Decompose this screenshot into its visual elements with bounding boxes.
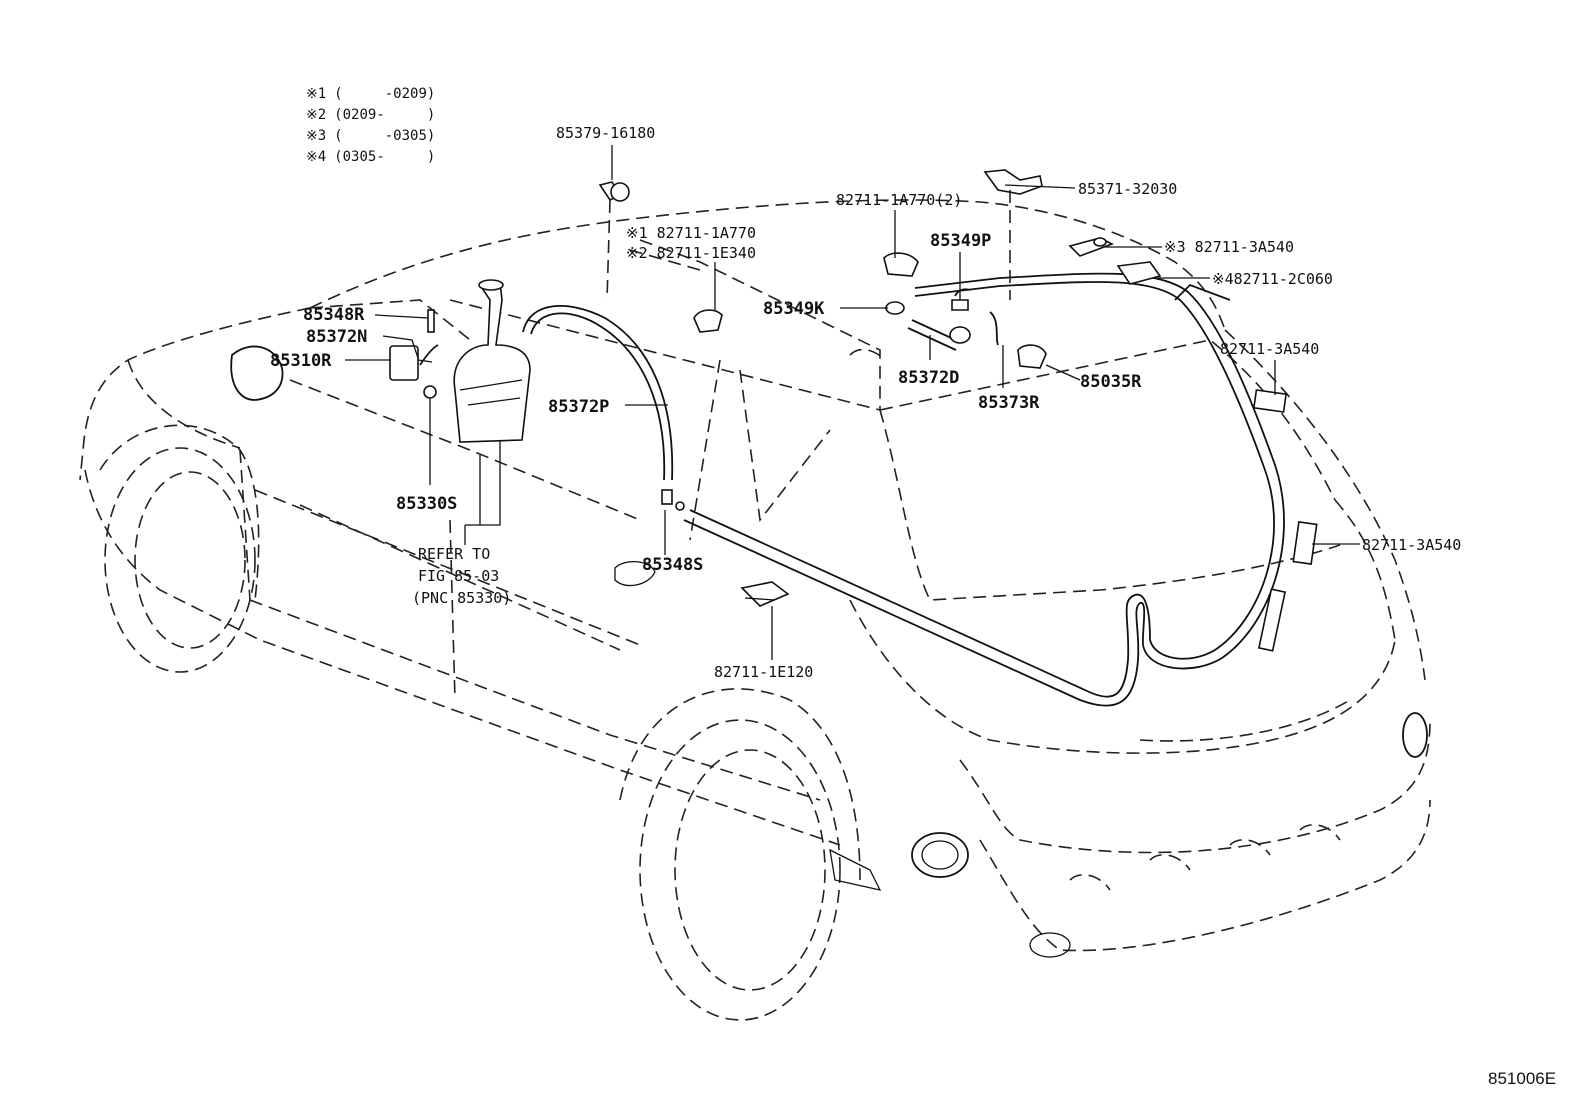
refer-line-2: FIG 85-03 — [418, 567, 499, 585]
legend-item-4: ※4(0305- ) — [306, 149, 435, 165]
legend-item-2: ※2(0209- ) — [306, 107, 435, 123]
label-82711-3A540-side: 82711-3A540 — [1362, 536, 1461, 554]
vehicle-outline — [79, 199, 1431, 1021]
leader-lines — [345, 145, 1360, 660]
label-85330S: 85330S — [396, 494, 457, 514]
refer-line-3: (PNC 85330) — [412, 589, 511, 607]
legend-item-3: ※3( -0305) — [306, 128, 435, 144]
label-85372N: 85372N — [306, 327, 367, 347]
label-85372D: 85372D — [898, 368, 959, 388]
label-85373R: 85373R — [978, 393, 1040, 413]
label-85035R: 85035R — [1080, 372, 1142, 392]
label-85310R: 85310R — [270, 351, 332, 371]
parts — [389, 169, 1318, 652]
label-85371-32030: 85371-32030 — [1078, 180, 1177, 198]
label-85348R: 85348R — [303, 305, 365, 325]
label-note-3: ※3 82711-3A540 — [1164, 238, 1294, 256]
label-85349K: 85349K — [763, 299, 825, 319]
label-82711-1A770-2: 82711-1A770(2) — [836, 191, 962, 209]
label-85372P: 85372P — [548, 397, 609, 417]
washer-hoses — [522, 272, 1285, 707]
label-85348S: 85348S — [642, 555, 703, 575]
label-82711-1E120: 82711-1E120 — [714, 663, 813, 681]
label-note-1: ※1 82711-1A770 — [626, 224, 756, 242]
label-note-4: ※482711-2C060 — [1212, 270, 1333, 288]
label-note-2: ※2 82711-1E340 — [626, 244, 756, 262]
refer-line-1: REFER TO — [418, 545, 490, 563]
label-82711-3A540-top: 82711-3A540 — [1220, 340, 1319, 358]
legend: ※1( -0209) ※2(0209- ) ※3( -0305) ※4(0305… — [306, 86, 435, 165]
label-85349P: 85349P — [930, 231, 991, 251]
label-85379-16180: 85379-16180 — [556, 124, 655, 142]
refer-note: REFER TO FIG 85-03 (PNC 85330) — [412, 545, 511, 607]
part-labels: 85379-16180 82711-1A770(2) 85371-32030 ※… — [270, 124, 1461, 681]
legend-item-1: ※1( -0209) — [306, 86, 435, 102]
diagram-code: 851006E — [1488, 1069, 1556, 1088]
